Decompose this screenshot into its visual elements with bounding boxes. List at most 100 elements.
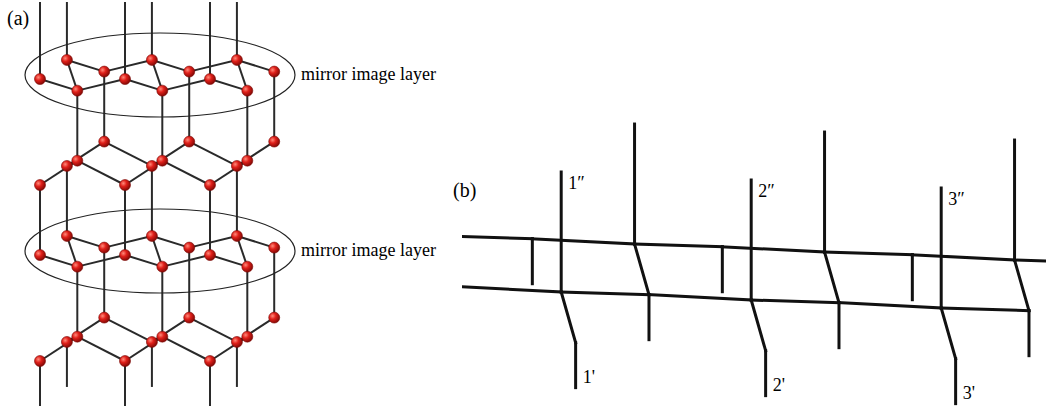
bond-line xyxy=(649,295,751,300)
bond-line xyxy=(635,244,723,247)
bond-line xyxy=(161,91,163,161)
atom-ball xyxy=(184,66,195,77)
atom-ball xyxy=(99,312,110,323)
bond-line xyxy=(941,308,1029,311)
bond-index-label: 3″ xyxy=(947,190,966,208)
layered-lattice xyxy=(25,2,295,406)
bond-line xyxy=(237,60,274,72)
bond-line xyxy=(561,292,575,343)
atom-ball xyxy=(146,230,157,241)
bond-line xyxy=(67,318,104,342)
bond-line xyxy=(837,303,840,348)
atom-ball xyxy=(99,136,110,147)
hexagonal-sheet xyxy=(462,124,1046,404)
bond-line xyxy=(751,300,765,351)
atom-ball xyxy=(35,250,46,261)
atom-ball xyxy=(205,250,216,261)
bond-line xyxy=(77,255,125,267)
atom-ball xyxy=(205,180,216,191)
bond-index-label: 2' xyxy=(772,376,786,394)
atom-ball xyxy=(146,160,157,171)
atom-ball xyxy=(231,230,242,241)
bond-index-label: 1' xyxy=(582,368,596,386)
bond-line xyxy=(462,236,532,239)
atom-ball xyxy=(242,155,253,166)
bond-line xyxy=(152,60,189,72)
bond-line xyxy=(647,295,650,340)
atom-ball xyxy=(72,85,83,96)
bond-line xyxy=(40,255,77,267)
atom-ball xyxy=(35,180,46,191)
bond-line xyxy=(210,161,247,185)
bond-line xyxy=(1015,260,1029,311)
atom-ball xyxy=(99,66,110,77)
bond-line xyxy=(40,337,77,361)
bond-line xyxy=(722,247,824,252)
atom-ball xyxy=(231,336,242,347)
bond-line xyxy=(76,267,78,337)
atom-ball xyxy=(157,261,168,272)
bond-line xyxy=(39,2,41,79)
bond-line xyxy=(246,91,248,161)
atom-ball xyxy=(205,356,216,367)
bond-line xyxy=(751,300,839,303)
bond-line xyxy=(125,255,162,267)
atom-ball xyxy=(120,250,131,261)
atom-ball xyxy=(184,136,195,147)
atom-ball xyxy=(231,160,242,171)
bond-line xyxy=(66,342,68,387)
atom-ball xyxy=(157,85,168,96)
bond-line xyxy=(162,161,210,185)
panel-label: (b) xyxy=(452,180,477,200)
bond-line xyxy=(188,248,190,318)
atom-ball xyxy=(269,66,280,77)
bond-line xyxy=(209,185,211,255)
bond-line xyxy=(76,91,78,161)
bond-line xyxy=(77,79,125,91)
bond-line xyxy=(189,60,237,72)
bond-line xyxy=(209,2,211,79)
bond-index-label: 3' xyxy=(962,384,976,402)
bond-line xyxy=(152,142,189,166)
bond-line xyxy=(236,342,238,387)
bond-line xyxy=(40,79,77,91)
bond-line xyxy=(77,337,125,361)
atom-ball xyxy=(72,261,83,272)
bond-line xyxy=(103,72,105,142)
atom-ball xyxy=(35,74,46,85)
bond-line xyxy=(825,252,839,303)
bond-line xyxy=(162,337,210,361)
bond-line xyxy=(104,318,152,342)
bond-line xyxy=(124,185,126,255)
bond-line xyxy=(152,318,189,342)
bond-line xyxy=(273,72,275,142)
bond-line xyxy=(237,236,274,248)
panel-label: (a) xyxy=(6,8,30,28)
atom-ball xyxy=(184,312,195,323)
bond-line xyxy=(531,239,534,284)
bond-line xyxy=(189,318,237,342)
layer-label: mirror image layer xyxy=(300,241,437,259)
bond-line xyxy=(67,60,104,72)
bond-line xyxy=(152,236,189,248)
bond-line xyxy=(1027,311,1030,356)
bond-line xyxy=(39,361,41,406)
bond-line xyxy=(1015,260,1046,263)
bond-line xyxy=(246,267,248,337)
bond-index-label: 1″ xyxy=(567,174,586,192)
bond-line xyxy=(151,342,153,387)
bond-index-label: 2″ xyxy=(757,182,776,200)
bond-line xyxy=(188,72,190,142)
atom-ball xyxy=(120,180,131,191)
bond-line xyxy=(532,239,634,244)
bond-line xyxy=(151,2,153,60)
bond-line xyxy=(721,247,724,292)
bond-line xyxy=(825,252,913,255)
bond-line xyxy=(40,161,77,185)
layer-outline xyxy=(25,209,295,293)
bond-line xyxy=(66,166,68,236)
bond-line xyxy=(574,343,577,388)
